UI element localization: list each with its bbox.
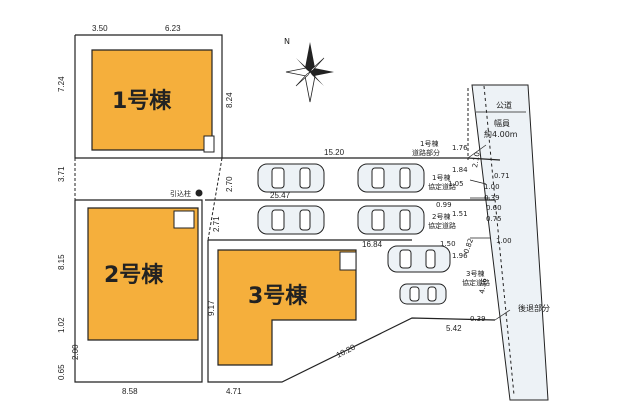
b3-agree-label-2: 協定道路	[462, 278, 490, 287]
building-1-porch	[203, 135, 215, 153]
setback-label: 後退部分	[518, 303, 550, 313]
dim-top-right: 6.23	[165, 24, 181, 33]
car	[257, 163, 325, 193]
car	[257, 205, 325, 235]
dim-drive-mid: 25.47	[270, 191, 291, 200]
car	[357, 205, 425, 235]
building-2	[87, 207, 199, 341]
public-road-label: 公道	[496, 100, 512, 110]
building-2-label: 2号棟	[104, 262, 164, 288]
dim-r-e: 0.71	[494, 172, 510, 180]
b1-agree-label-2: 協定道路	[428, 182, 456, 191]
dim-left-b: 1.02	[57, 317, 66, 333]
b2-agree-label-1: 2号棟	[432, 212, 450, 221]
dim-r-i: 1.51	[452, 210, 468, 218]
dim-bottom-mid: 4.71	[226, 387, 242, 396]
building-3-porch	[339, 251, 357, 271]
b1-road-label-1: 1号棟	[420, 139, 438, 148]
service-pole-icon	[195, 189, 203, 197]
dim-r-b: 2.10	[471, 152, 482, 169]
dim-r-d: 1.05	[448, 180, 464, 188]
road-width-label-1: 幅員	[494, 118, 510, 128]
building-1-label: 1号棟	[112, 88, 172, 114]
building-3	[217, 249, 357, 366]
dim-drive-vert2: 2.71	[212, 216, 221, 232]
dim-drive1-top: 15.20	[324, 148, 345, 157]
leader-lines	[467, 144, 511, 321]
dim-r-j: 0.60	[486, 204, 502, 212]
dim-r-a: 1.76	[452, 144, 468, 152]
dim-bottom-left: 8.58	[122, 387, 138, 396]
service-pole-label: 引込柱	[170, 189, 191, 198]
dim-drive-low: 16.84	[362, 240, 383, 249]
dimension-labels: 3.50 6.23 7.24 3.71 8.15 1.02 2.00 0.65 …	[57, 24, 512, 396]
dim-r-l: 1.50	[440, 240, 456, 248]
b3-agree-label-1: 3号棟	[466, 269, 484, 278]
dim-left-b2: 8.15	[57, 254, 66, 270]
dim-b3-left: 9.17	[207, 300, 216, 316]
dashed-lines	[74, 88, 469, 241]
dim-r-o: 1.96	[452, 252, 468, 260]
dim-diag-bottom: 10.20	[335, 342, 357, 359]
dim-drive-vert1: 2.70	[225, 176, 234, 192]
dim-diag-right: 5.42	[446, 324, 462, 333]
building-2-porch	[173, 210, 195, 229]
car	[399, 283, 447, 305]
b1-agree-label-1: 1号棟	[432, 173, 450, 182]
north-arrow-icon	[285, 42, 334, 103]
north-label: N	[284, 37, 290, 46]
car	[357, 163, 425, 193]
dim-r-c: 1.84	[452, 166, 468, 174]
dim-r-p: 4.36	[478, 277, 489, 294]
road-centerline	[483, 85, 515, 396]
dim-top-left: 3.50	[92, 24, 108, 33]
road-width-label-2: 約4.00m	[484, 129, 518, 139]
dim-r-f: 1.00	[484, 183, 500, 191]
dim-left-d: 0.65	[57, 364, 66, 380]
dim-r-g: 0.39	[484, 194, 500, 202]
dim-r-k: 0.75	[486, 215, 502, 223]
dim-left-upper: 7.24	[57, 76, 66, 92]
dim-r-q: 0.39	[470, 315, 486, 323]
dim-lot1-right: 8.24	[225, 92, 234, 108]
b2-agree-label-2: 協定道路	[428, 221, 456, 230]
dim-left-c: 2.00	[71, 344, 80, 360]
cars	[257, 163, 451, 305]
dim-left-mid: 3.71	[57, 166, 66, 182]
dim-r-n: 1.00	[496, 237, 512, 245]
public-road	[471, 84, 549, 401]
dim-r-h: 0.99	[436, 201, 452, 209]
b1-road-label-2: 道路部分	[412, 148, 440, 157]
car	[387, 245, 451, 273]
building-3-label: 3号棟	[248, 283, 308, 309]
